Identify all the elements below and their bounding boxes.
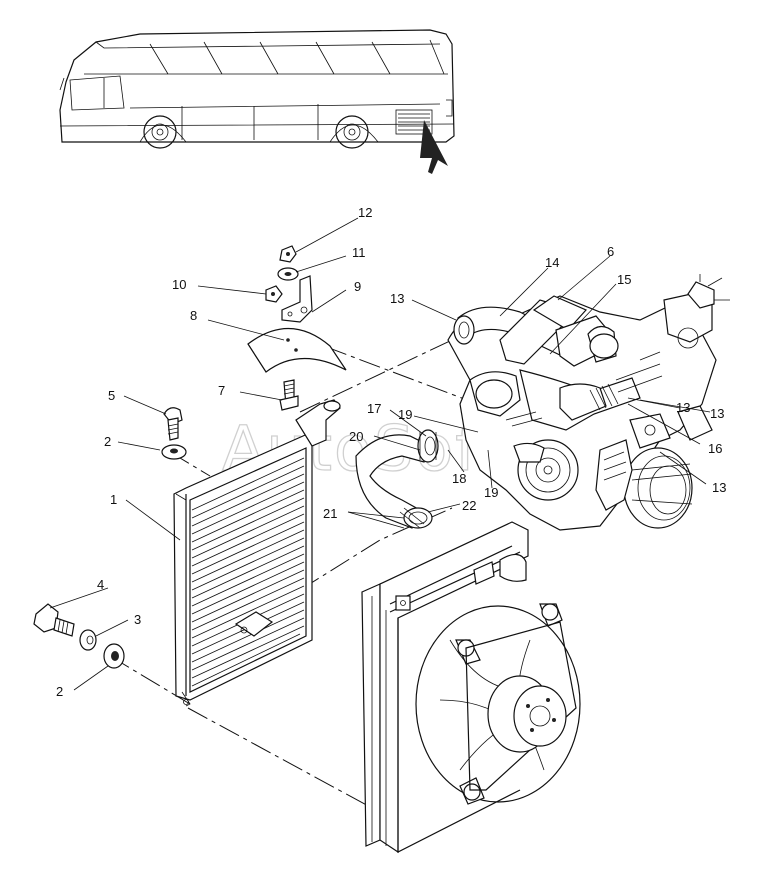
callout-13-right-upper: 13: [710, 406, 724, 421]
fan-shroud-assembly: [361, 521, 581, 854]
clamp-8: [247, 327, 347, 373]
callout-20: 20: [349, 429, 363, 444]
fan: [415, 603, 581, 805]
callout-19-upper: 19: [398, 407, 412, 422]
callout-10: 10: [172, 277, 186, 292]
callout-3: 3: [134, 612, 141, 627]
callout-labels: 1 2 2 3 4 5 6 7 8 9 10 11 12 13 13 13 13…: [56, 205, 726, 699]
callout-13-right-lower: 13: [712, 480, 726, 495]
bolt-4: [33, 603, 75, 637]
leader-lines: [49, 217, 711, 691]
callout-5: 5: [108, 388, 115, 403]
radiator: [173, 399, 341, 707]
engine-assembly: [447, 274, 730, 531]
callout-18: 18: [452, 471, 466, 486]
callout-22: 22: [462, 498, 476, 513]
nut-12: [279, 245, 297, 263]
callout-14: 14: [545, 255, 559, 270]
callout-15: 15: [617, 272, 631, 287]
callout-13-top: 13: [390, 291, 404, 306]
bracket-9: [281, 275, 313, 323]
callout-21: 21: [323, 506, 337, 521]
washer-3: [79, 629, 97, 651]
callout-2-lower: 2: [56, 684, 63, 699]
washer-11: [277, 267, 299, 281]
callout-8: 8: [190, 308, 197, 323]
crank-pulley: [623, 447, 693, 529]
stud-7: [279, 379, 299, 411]
callout-11: 11: [352, 245, 366, 260]
bolt-5: [163, 407, 183, 441]
bus-location-illustration: [59, 29, 455, 174]
callout-2-upper: 2: [104, 434, 111, 449]
callout-17: 17: [367, 401, 381, 416]
washer-2-upper: [161, 444, 187, 460]
callout-19-lower: 19: [484, 485, 498, 500]
callout-4: 4: [97, 577, 104, 592]
callout-6: 6: [607, 244, 614, 259]
callout-13-right-middle: 13: [676, 400, 690, 415]
nut-10: [265, 285, 283, 303]
callout-12: 12: [358, 205, 372, 220]
callout-9: 9: [354, 279, 361, 294]
callout-7: 7: [218, 383, 225, 398]
washer-2-lower: [103, 643, 125, 669]
callout-1: 1: [110, 492, 117, 507]
callout-16: 16: [708, 441, 722, 456]
